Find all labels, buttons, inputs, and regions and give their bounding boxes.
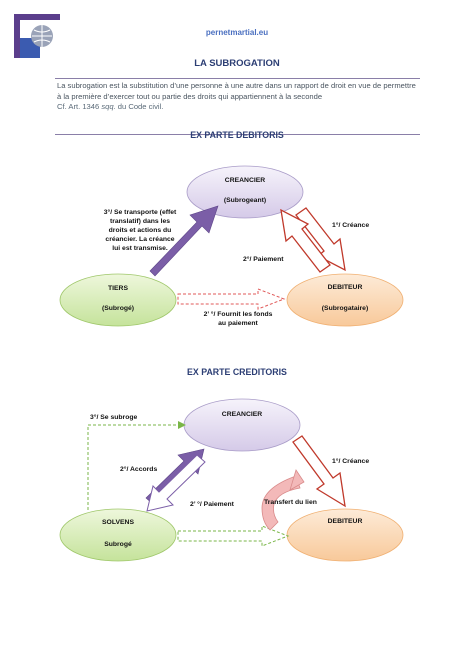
arrow-transfert-curved bbox=[261, 469, 305, 531]
arrow-fonds-dashed bbox=[177, 288, 286, 310]
label-paiement2: 2’ °/ Paiement bbox=[190, 501, 234, 508]
solvens-ellipse bbox=[59, 508, 177, 562]
arrow-se-subroge-dashed bbox=[87, 421, 186, 510]
debiteur-ellipse bbox=[286, 273, 404, 327]
solvens-role: Subrogé bbox=[104, 541, 132, 548]
creancier-name: CREANCIER bbox=[224, 177, 266, 184]
label-accords: 2°/ Accords bbox=[120, 466, 158, 473]
tiers-ellipse bbox=[59, 273, 177, 327]
arrow-subrogation-purple bbox=[149, 205, 219, 277]
creancier-role: (Subrogeant) bbox=[223, 197, 267, 204]
debiteur2-ellipse bbox=[286, 508, 404, 562]
label-creance2: 1°/ Créance bbox=[332, 458, 370, 465]
intro-ref: Cf. Art. 1346 sqq. du Code civil. bbox=[57, 102, 164, 111]
label-creance: 1°/ Créance bbox=[332, 222, 370, 229]
creancier2-name: CREANCIER bbox=[221, 411, 263, 418]
label-transfert: Transfert du lien bbox=[264, 499, 317, 506]
debiteur-name: DEBITEUR bbox=[327, 284, 363, 291]
label-fonds: 2’ °/ Fournit les fonds au paiement bbox=[203, 311, 273, 327]
creancier2-ellipse bbox=[183, 398, 301, 452]
creancier-ellipse bbox=[186, 165, 304, 219]
tiers-role: (Subrogé) bbox=[101, 305, 135, 312]
arrow-paiement-red bbox=[280, 208, 331, 273]
arrow-creance2-red bbox=[292, 435, 346, 508]
intro-rule bbox=[55, 134, 420, 135]
section-title-creditoris: EX PARTE CREDITORIS bbox=[187, 367, 287, 377]
title-rule bbox=[55, 78, 420, 79]
debiteur2-name: DEBITEUR bbox=[327, 518, 363, 525]
section-title-debitoris: EX PARTE DEBITORIS bbox=[190, 130, 284, 140]
arrow-accords-purple bbox=[145, 448, 206, 512]
label-transport: 3°/ Se transporte (effet translatif) dan… bbox=[103, 209, 177, 252]
label-paiement: 2°/ Paiement bbox=[243, 256, 284, 263]
arrow-paiement2-dashed bbox=[177, 525, 290, 547]
tiers-name: TIERS bbox=[107, 285, 128, 292]
site-url[interactable]: pernetmartial.eu bbox=[205, 28, 269, 37]
site-logo bbox=[12, 12, 62, 60]
solvens-name: SOLVENS bbox=[102, 519, 134, 526]
page-title: LA SUBROGATION bbox=[194, 58, 280, 69]
label-se-subroge: 3°/ Se subroge bbox=[90, 414, 138, 421]
intro-paragraph: La subrogation est la substitution d’une… bbox=[57, 81, 419, 113]
intro-text: La subrogation est la substitution d’une… bbox=[57, 81, 416, 101]
debiteur-role: (Subrogataire) bbox=[321, 305, 369, 312]
